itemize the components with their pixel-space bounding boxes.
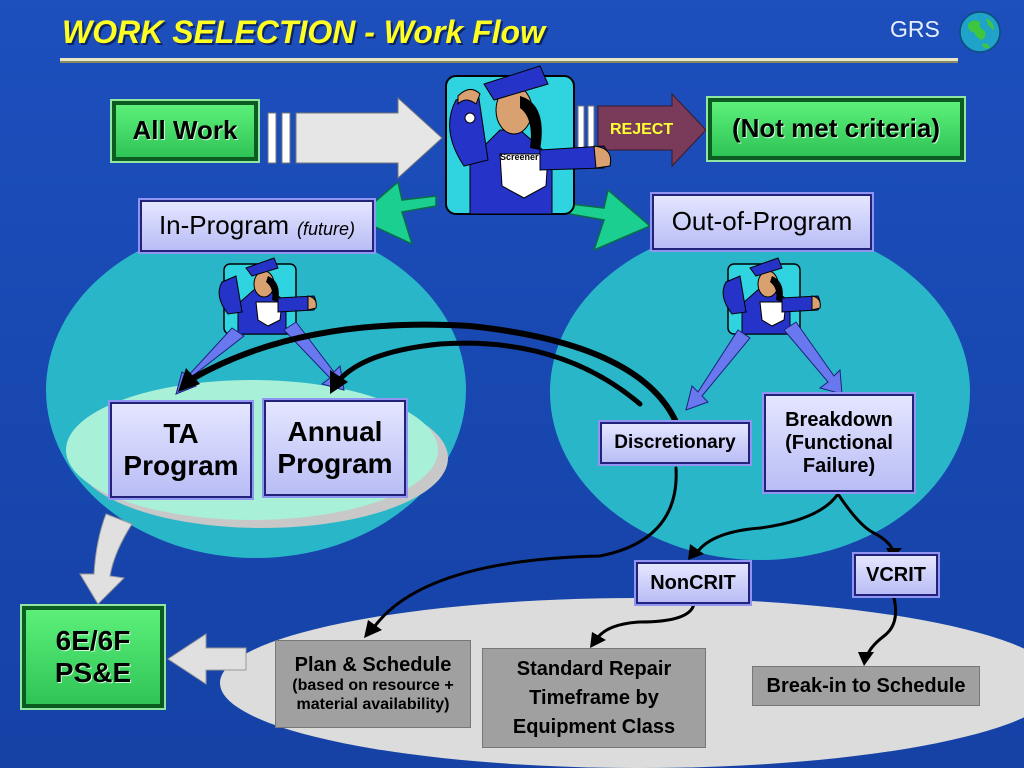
break-in-label: Break-in to Schedule [766, 674, 966, 697]
to-pse-arrows [79, 513, 247, 685]
not-met-criteria-box: (Not met criteria) [706, 96, 966, 162]
right-program-arrows [685, 321, 843, 411]
noncrit-label: NonCRIT [650, 571, 736, 594]
screener-label: Screener [500, 152, 539, 162]
right-screener-figure [722, 257, 821, 335]
vcrit-box: VCRIT [852, 552, 940, 598]
reallocation-curves [187, 321, 679, 425]
annual-program-box: Annual Program [262, 398, 408, 498]
ps-e-line2: PS&E [54, 657, 132, 688]
screener-figure [445, 65, 612, 215]
breakdown-line1: Breakdown [785, 408, 893, 431]
plan-schedule-box: Plan & Schedule (based on resource + mat… [275, 640, 471, 728]
ta-program-line1: TA [163, 417, 199, 449]
in-program-box: In-Program (future) [138, 198, 376, 254]
left-screener-figure [218, 257, 317, 335]
ps-e-box: 6E/6F PS&E [20, 604, 166, 710]
all-work-box: All Work [110, 99, 260, 163]
breakdown-line2: (Functional [785, 431, 893, 454]
all-work-label: All Work [132, 115, 238, 146]
standard-repair-line3: Equipment Class [512, 715, 676, 738]
in-program-label: In-Program [158, 210, 289, 241]
standard-repair-box: Standard Repair Timeframe by Equipment C… [482, 648, 706, 748]
title-underline [60, 58, 958, 63]
breakdown-box: Breakdown (Functional Failure) [762, 392, 916, 494]
plan-schedule-sub2: material availability) [296, 695, 450, 713]
reject-label: REJECT [610, 121, 674, 138]
ta-program-line2: Program [123, 450, 239, 481]
breakdown-line3: Failure) [802, 454, 876, 477]
out-program-label: Out-of-Program [671, 206, 853, 237]
page-title: WORK SELECTION - Work Flow [62, 14, 545, 50]
ps-e-line1: 6E/6F [55, 624, 131, 656]
discretionary-box: Discretionary [598, 420, 752, 466]
out-program-box: Out-of-Program [650, 192, 874, 252]
plan-schedule-label: Plan & Schedule [294, 654, 452, 677]
break-in-box: Break-in to Schedule [752, 666, 980, 706]
annual-program-line1: Annual [287, 415, 383, 447]
plan-schedule-sub1: (based on resource + [292, 677, 454, 695]
noncrit-box: NonCRIT [634, 560, 752, 606]
discretionary-label: Discretionary [614, 432, 736, 454]
flow-connectors [370, 466, 898, 662]
standard-repair-line2: Timeframe by [529, 686, 659, 709]
vcrit-label: VCRIT [866, 563, 926, 586]
globe-icon [959, 11, 1001, 53]
brand-name: GRS [890, 16, 940, 42]
in-program-note: (future) [297, 218, 356, 239]
not-met-criteria-label: (Not met criteria) [731, 113, 941, 144]
all-work-arrow [267, 96, 443, 180]
annual-program-line2: Program [277, 448, 393, 479]
ta-program-box: TA Program [108, 400, 254, 500]
standard-repair-line1: Standard Repair [516, 657, 672, 680]
curve-arrowheads [178, 368, 348, 394]
